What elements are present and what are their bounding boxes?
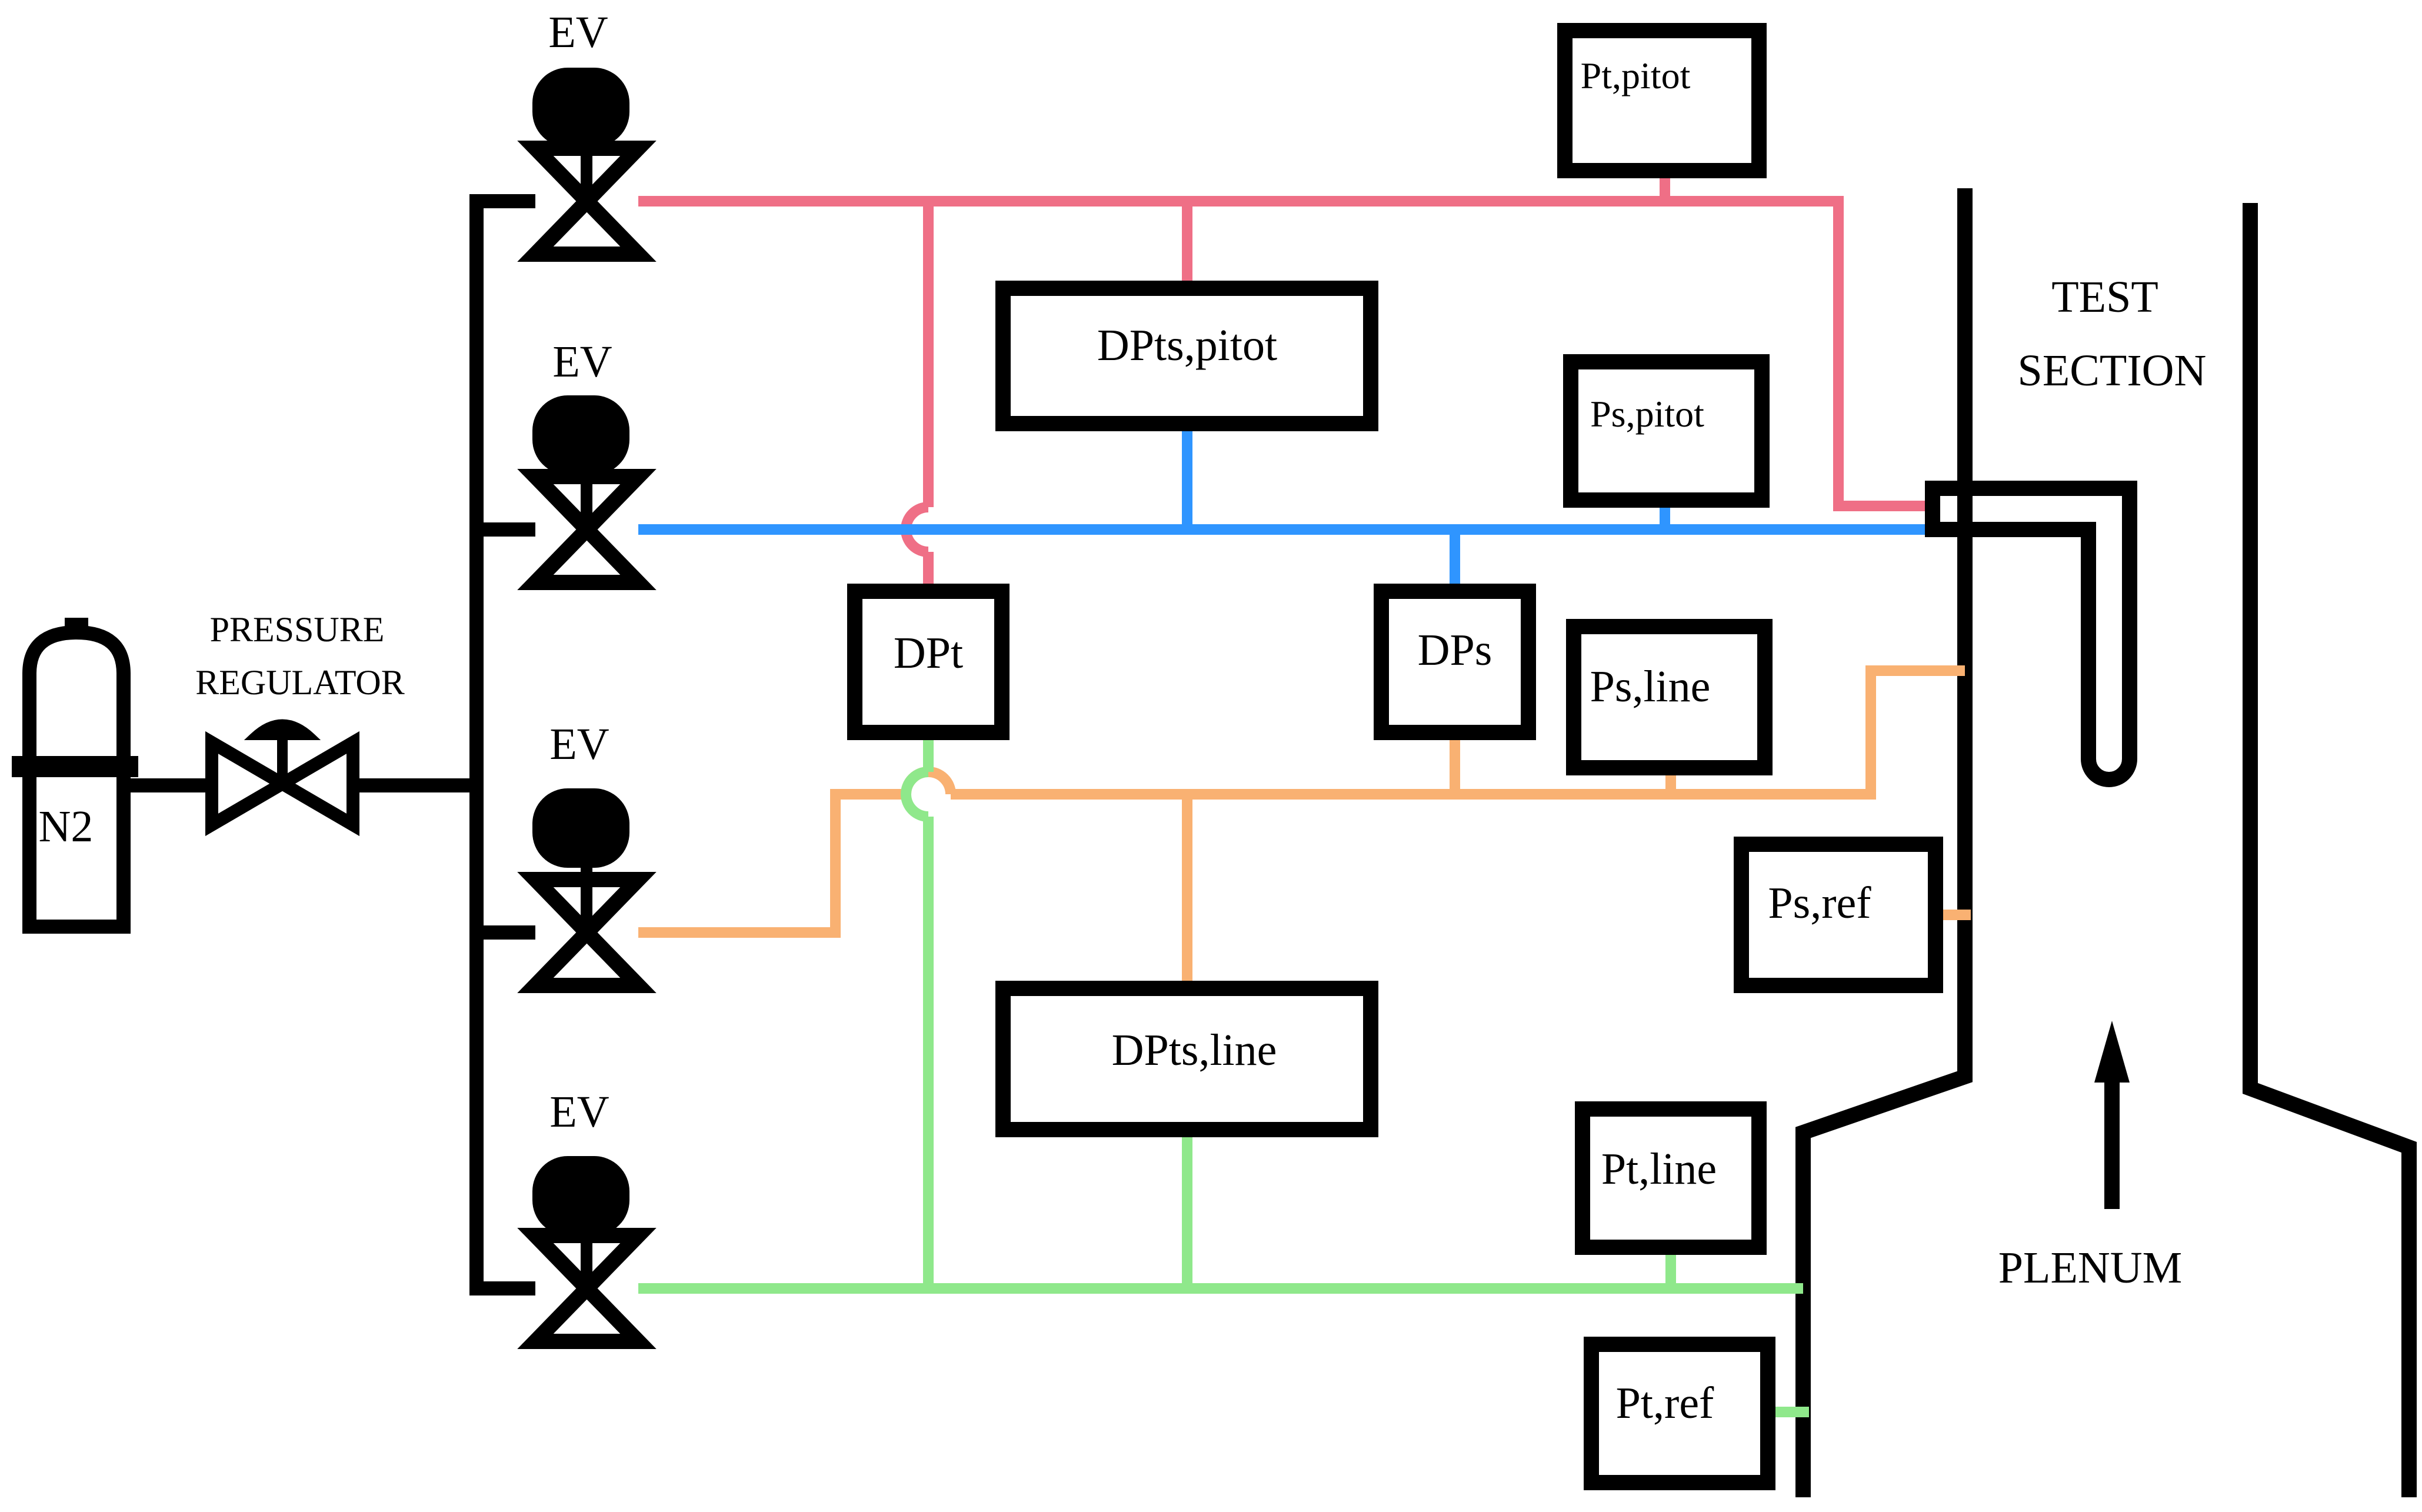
regulator-label-line2: REGULATOR [195,663,405,702]
sensor-label: Ps,ref [1768,878,1871,928]
solenoid-valve-4 [517,1156,657,1349]
sensor-label: DPts,line [1112,1025,1277,1075]
sensor-ps-ref: Ps,ref [1734,837,1943,993]
ev-label-1: EV [548,8,608,57]
plenum-label: PLENUM [1998,1243,2182,1293]
orange-pressure-line [638,665,1971,988]
pitot-probe-icon [1925,481,2137,787]
sensor-ps-pitot: Ps,pitot [1563,354,1770,508]
sensor-ps-line: Ps,line [1566,619,1773,775]
sensor-label: Pt,ref [1616,1378,1714,1428]
supply-manifold [100,194,535,1295]
sensor-label: DPts,pitot [1097,321,1277,370]
sensor-label: Pt,line [1601,1144,1717,1194]
sensor-label: Ps,line [1590,662,1711,711]
ev-label-2: EV [552,337,612,387]
ev-label-4: EV [549,1087,609,1137]
sensor-dps: DPs [1374,584,1536,740]
solenoid-valve-icon [517,788,657,993]
sensor-pt-ref: Pt,ref [1584,1337,1775,1490]
sensor-pt-pitot: Pt,pitot [1557,23,1767,178]
sensor-dpts-line: DPts,line [995,981,1378,1137]
test-section-walls [1795,188,2417,1497]
sensor-pt-line: Pt,line [1575,1101,1767,1255]
solenoid-valve-icon [517,68,657,262]
blue-pressure-line [638,424,1933,591]
pressure-regulator-icon [205,719,359,837]
sensor-label: DPs [1418,625,1492,675]
sensor-label: Ps,pitot [1590,393,1704,435]
n2-label: N2 [39,802,94,851]
arrow-up-icon [2094,1021,2130,1209]
pink-pressure-line [638,171,1933,591]
solenoid-valve-2 [517,395,657,590]
sensor-dpt: DPt [847,584,1010,740]
left-tunnel-wall [1795,188,1973,1497]
sensor-label: Pt,pitot [1581,55,1691,96]
right-tunnel-wall [2243,203,2417,1497]
ev-label-3: EV [549,720,609,769]
test-section-label-line1: TEST [2051,272,2158,322]
solenoid-valve-icon [517,395,657,590]
regulator-label-line1: PRESSURE [210,610,385,649]
solenoid-valve-3 [517,788,657,993]
solenoid-valve-1 [517,68,657,262]
sensor-label: DPt [894,628,963,678]
test-section-label-line2: SECTION [2018,346,2207,395]
green-pressure-line [638,732,1809,1417]
solenoid-valve-icon [517,1156,657,1349]
sensor-dpts-pitot: DPts,pitot [995,281,1378,431]
gas-cylinder-icon [12,618,138,934]
